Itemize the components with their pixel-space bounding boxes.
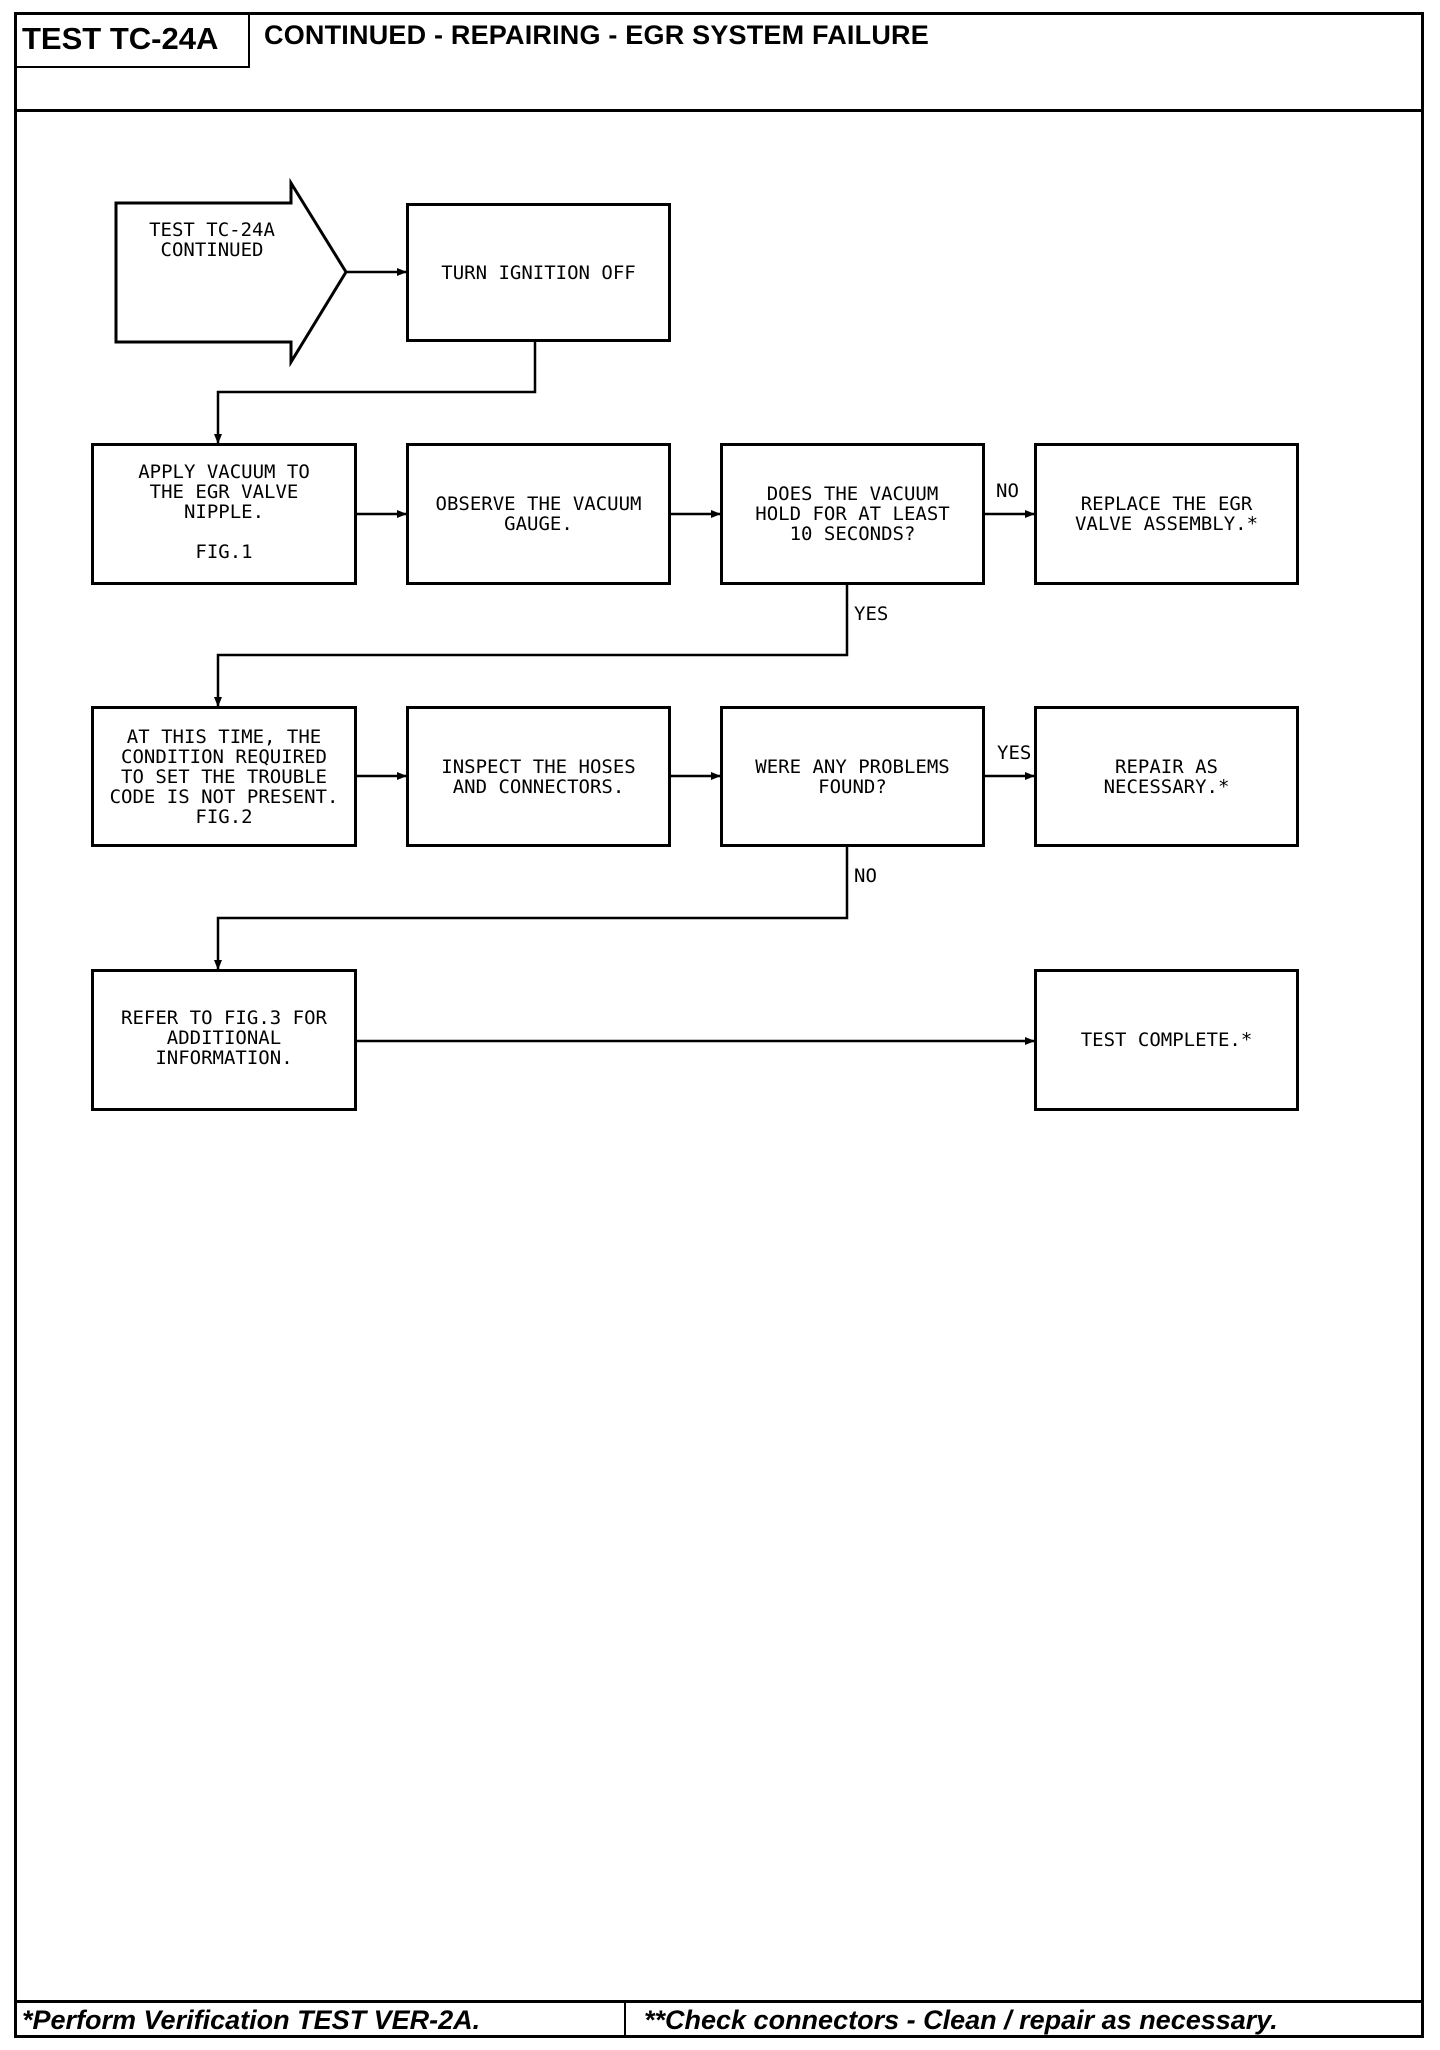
entry-label: TEST TC-24A CONTINUED bbox=[149, 219, 275, 261]
yes-label: YES bbox=[997, 742, 1032, 764]
page-frame bbox=[14, 12, 1424, 2038]
connector-problems-no-to-refer bbox=[214, 847, 849, 970]
header: TEST TC-24A CONTINUED - REPAIRING - EGR … bbox=[14, 12, 1424, 112]
connector-turn-off-to-apply-vacuum bbox=[214, 342, 537, 444]
problems-found-question-box: WERE ANY PROBLEMS FOUND? bbox=[720, 706, 985, 847]
connector-question-yes-to-condition bbox=[214, 585, 849, 707]
replace-egr-box: REPLACE THE EGR VALVE ASSEMBLY.* bbox=[1034, 443, 1299, 585]
observe-gauge-box: OBSERVE THE VACUUM GAUGE. bbox=[406, 443, 671, 585]
test-id: TEST TC-24A bbox=[14, 12, 250, 68]
repair-as-necessary-box: REPAIR AS NECESSARY.* bbox=[1034, 706, 1299, 847]
footer-note-verification: *Perform Verification TEST VER-2A. bbox=[14, 2003, 626, 2038]
apply-vacuum-box: APPLY VACUUM TO THE EGR VALVE NIPPLE. FI… bbox=[91, 443, 357, 585]
page-title: CONTINUED - REPAIRING - EGR SYSTEM FAILU… bbox=[264, 20, 929, 50]
turn-ignition-off-box: TURN IGNITION OFF bbox=[406, 203, 671, 342]
test-complete-box: TEST COMPLETE.* bbox=[1034, 969, 1299, 1111]
inspect-hoses-box: INSPECT THE HOSES AND CONNECTORS. bbox=[406, 706, 671, 847]
entry-arrow-shape bbox=[114, 177, 348, 368]
condition-not-present-box: AT THIS TIME, THE CONDITION REQUIRED TO … bbox=[91, 706, 357, 847]
vacuum-hold-question-box: DOES THE VACUUM HOLD FOR AT LEAST 10 SEC… bbox=[720, 443, 985, 585]
footer-note-connectors: **Check connectors - Clean / repair as n… bbox=[644, 2005, 1278, 2035]
no-label: NO bbox=[996, 480, 1019, 502]
footer: *Perform Verification TEST VER-2A. **Che… bbox=[14, 2000, 1424, 2038]
yes-label: YES bbox=[854, 603, 889, 625]
refer-fig3-box: REFER TO FIG.3 FOR ADDITIONAL INFORMATIO… bbox=[91, 969, 357, 1111]
no-label: NO bbox=[854, 865, 877, 887]
